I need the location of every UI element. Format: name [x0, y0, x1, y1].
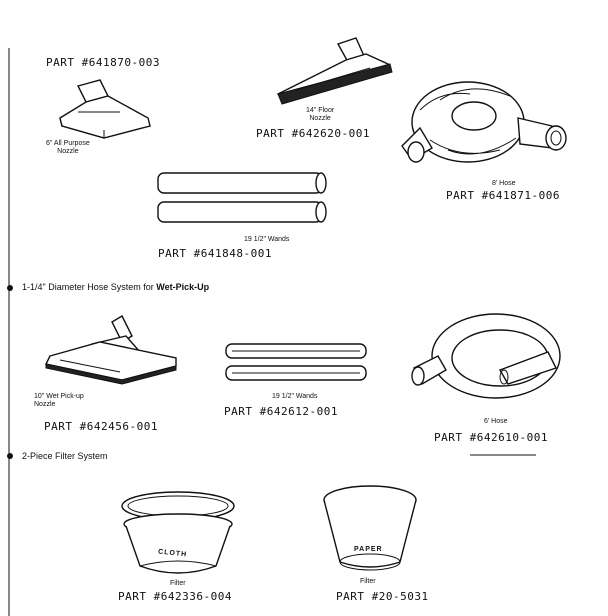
caption-line: 6" All Purpose: [46, 140, 90, 148]
bullet-filter: [7, 453, 13, 459]
part-number-wands-set2: PART #642612-001: [224, 405, 338, 418]
part-number-wands-set1: PART #641848-001: [158, 247, 272, 260]
wands-set1-drawing: [158, 173, 326, 222]
hose-8ft-drawing: [402, 82, 566, 162]
caption-wands-set2: 19 1/2" Wands: [272, 393, 317, 401]
part-number-paper-filter: PART #20-5031: [336, 590, 429, 603]
caption-hose-8ft: 8' Hose: [492, 180, 516, 188]
caption-hose-6ft: 6' Hose: [484, 418, 508, 426]
section-heading-emphasis: Wet-Pick-Up: [156, 282, 209, 292]
part-number-hose-8ft: PART #641871-006: [446, 189, 560, 202]
bullet-wet-pickup: [7, 285, 13, 291]
caption-all-purpose-nozzle: 6" All Purpose Nozzle: [46, 140, 90, 156]
caption-paper-filter: Filter: [360, 578, 376, 586]
caption-floor-nozzle: 14" Floor Nozzle: [306, 107, 334, 123]
section-heading-filter: 2-Piece Filter System: [22, 451, 108, 461]
caption-line: 10" Wet Pick-up: [34, 393, 84, 401]
wands-set2-drawing: [226, 344, 366, 380]
caption-wet-pickup-nozzle: 10" Wet Pick-up Nozzle: [34, 393, 84, 409]
caption-line: Nozzle: [46, 148, 90, 156]
part-number-cloth-filter: PART #642336-004: [118, 590, 232, 603]
section-heading-wet-pickup: 1-1/4" Diameter Hose System for Wet-Pick…: [22, 282, 209, 292]
part-number-wet-pickup-nozzle: PART #642456-001: [44, 420, 158, 433]
caption-wands-set1: 19 1/2" Wands: [244, 236, 289, 244]
caption-line: 14" Floor: [306, 107, 334, 115]
part-number-all-purpose-nozzle: PART #641870-003: [46, 56, 160, 69]
floor-nozzle-drawing: [278, 38, 392, 104]
paper-filter-drawing: [324, 486, 416, 570]
paper-print: PAPER: [354, 546, 383, 553]
caption-cloth-filter: Filter: [170, 580, 186, 588]
hose-6ft-drawing: [412, 314, 560, 398]
wet-pickup-nozzle-drawing: [46, 316, 176, 384]
caption-line: Nozzle: [306, 115, 334, 123]
part-number-floor-nozzle: PART #642620-001: [256, 127, 370, 140]
section-heading-text: 1-1/4" Diameter Hose System for: [22, 282, 156, 292]
caption-line: Nozzle: [34, 401, 84, 409]
cloth-filter-drawing: [122, 492, 234, 573]
part-number-hose-6ft: PART #642610-001: [434, 431, 548, 444]
all-purpose-nozzle-drawing: [60, 80, 150, 138]
